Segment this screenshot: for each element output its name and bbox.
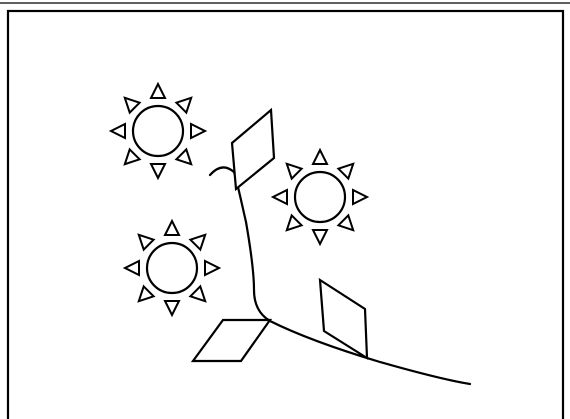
sun-ray	[287, 215, 302, 230]
sun-body	[133, 106, 183, 156]
sun-ray	[353, 190, 367, 204]
sun-ray	[151, 164, 165, 178]
sun-ray	[176, 149, 191, 164]
sun-ray	[125, 98, 140, 113]
sun-ray	[338, 164, 353, 179]
solar-panel-icon	[193, 320, 270, 361]
sun-ray	[125, 149, 140, 164]
sun-ray	[125, 261, 139, 275]
sun-ray	[176, 98, 191, 113]
frame	[0, 3, 570, 419]
sun-ray	[338, 215, 353, 230]
sun-ray	[165, 221, 179, 235]
solar-panel-icon	[232, 110, 274, 189]
sun-ray	[190, 235, 205, 250]
frame-inner-border	[8, 11, 563, 419]
sun-body	[295, 172, 345, 222]
sun-body	[147, 243, 197, 293]
sun-ray	[313, 150, 327, 164]
sun-ray	[151, 84, 165, 98]
sun-ray	[139, 286, 154, 301]
sun-icon	[273, 150, 367, 244]
solar-panel-icon	[320, 280, 367, 358]
sun-ray	[313, 230, 327, 244]
sun-ray	[111, 124, 125, 138]
sun-ray	[273, 190, 287, 204]
sun-ray	[191, 124, 205, 138]
sun-ray	[165, 301, 179, 315]
sun-icon	[111, 84, 205, 178]
sun-ray	[139, 235, 154, 250]
sun-ray	[205, 261, 219, 275]
sun-ray	[190, 286, 205, 301]
sun-ray	[287, 164, 302, 179]
sun-icon	[125, 221, 219, 315]
